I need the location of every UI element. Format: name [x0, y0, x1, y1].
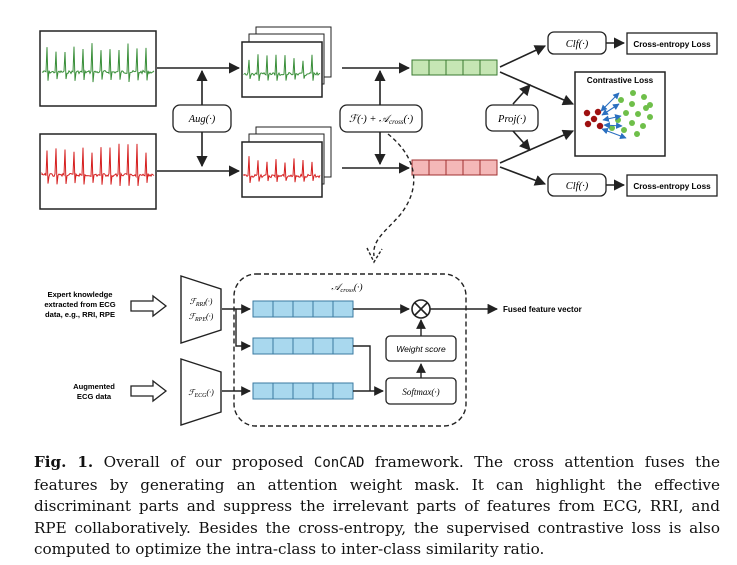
f-rpe-label: ℱRPE(·) [189, 312, 214, 323]
f-rri-label: ℱRRI(·) [190, 297, 213, 308]
ce-loss-bottom-label: Cross-entropy Loss [633, 182, 711, 191]
dashed-detail-connector [373, 133, 415, 257]
fusion-label: ℱ(·) + 𝒜cross(·) [349, 114, 414, 126]
anchor-embedding-dots [583, 108, 604, 130]
caption-label: Fig. 1. [34, 453, 94, 471]
across-label: 𝒜cross(·) [331, 282, 362, 294]
expert-knowledge-line-1: Expert knowledge [48, 290, 113, 299]
aug-label: Aug(·) [188, 114, 216, 125]
clf-bottom-box: Clf(·) [547, 173, 607, 197]
ecg-signal-green [39, 30, 157, 107]
clf-top-box: Clf(·) [547, 31, 607, 55]
input-arrow-expert [130, 294, 168, 318]
feature-vector-red [411, 159, 498, 176]
arrow-proj-up [512, 84, 531, 105]
multiply-node [411, 299, 431, 319]
softmax-label: Softmax(·) [402, 387, 439, 397]
input-arrow-augmented [130, 379, 168, 403]
contrastive-pull-arrows [600, 92, 627, 140]
arrow-rri-to-k [235, 309, 251, 351]
concad-framework-diagram: Aug(·) ℱ(·) + 𝒜cross(·) Proj(·) [39, 26, 718, 427]
caption-text-1: Overall of our proposed [93, 453, 314, 471]
augmented-stack-red [241, 126, 332, 198]
figure-caption: Fig. 1. Overall of our proposed ConCAD f… [34, 452, 720, 561]
arrow-vector-to-contrastive-top [499, 71, 575, 106]
caption-text-2: framework. The cross attention fuses the… [34, 453, 720, 558]
arrow-proj-down [512, 130, 531, 151]
augmented-line-1: Augmented [73, 382, 115, 391]
fused-feature-label: Fused feature vector [503, 305, 582, 314]
encoder-ecg: ℱECG(·) [180, 358, 222, 426]
ce-loss-top-label: Cross-entropy Loss [633, 40, 711, 49]
cross-attention-module [233, 273, 467, 427]
arrow-vector-to-clf-top [499, 45, 547, 68]
ecg-signal-red [39, 133, 157, 210]
encoder-rri-rpe: ℱRRI(·) ℱRPE(·) [180, 275, 222, 344]
contrastive-loss-box: Contrastive Loss [574, 71, 666, 157]
expert-knowledge-line-3: data, e.g., RRI, RPE [45, 310, 115, 319]
ce-loss-bottom-box: Cross-entropy Loss [626, 174, 718, 197]
expert-knowledge-label: Expert knowledge extracted from ECG data… [44, 290, 115, 319]
augmented-line-2: ECG data [77, 392, 112, 401]
augmented-stack-green [241, 26, 332, 98]
arrow-vector-to-contrastive-bottom [499, 129, 575, 164]
dashed-detail-arrowhead [366, 247, 383, 264]
softmax-box: Softmax(·) [385, 377, 457, 405]
ce-loss-top-box: Cross-entropy Loss [626, 32, 718, 55]
feature-vector-green [411, 59, 498, 76]
proj-box: Proj(·) [485, 104, 539, 132]
weight-score-label: Weight score [396, 344, 446, 354]
expert-knowledge-line-2: extracted from ECG [44, 300, 115, 309]
caption-framework-name: ConCAD [313, 455, 365, 471]
aug-box: Aug(·) [172, 104, 232, 133]
f-ecg-label: ℱECG(·) [188, 388, 214, 399]
attention-vector-1 [252, 300, 354, 318]
attention-vector-2 [252, 337, 354, 355]
weight-score-box: Weight score [385, 335, 457, 362]
fusion-box: ℱ(·) + 𝒜cross(·) [339, 104, 423, 133]
arrow-vector-to-clf-bottom [499, 166, 547, 186]
augmented-ecg-label: Augmented ECG data [73, 382, 115, 401]
proj-label: Proj(·) [497, 114, 526, 125]
attention-vector-3 [252, 382, 354, 400]
contrastive-loss-label: Contrastive Loss [587, 76, 654, 85]
line-k-to-softmax [353, 345, 371, 391]
clf-top-label: Clf(·) [566, 39, 589, 50]
clf-bottom-label: Clf(·) [566, 181, 589, 192]
